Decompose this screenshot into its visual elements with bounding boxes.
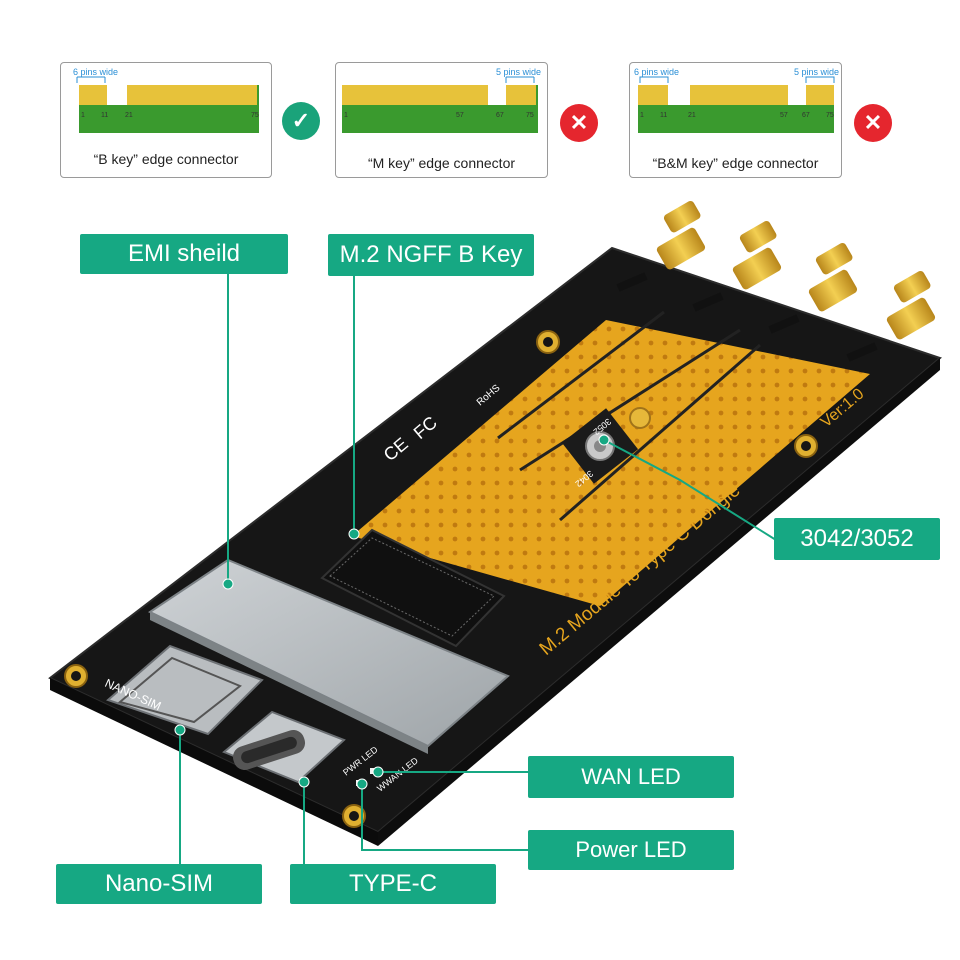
callout-wan-led: WAN LED [528,756,734,798]
cross-icon: ✕ [854,104,892,142]
m-key-connector-graphic [342,76,538,133]
connector-caption: “M key” edge connector [367,155,516,171]
b-key-connector-graphic [76,76,259,133]
callout-power-led: Power LED [528,830,734,870]
pins-width-label: 6 pins wide [73,67,119,77]
antenna-traces [497,310,761,522]
pin-number: 67 [496,112,504,119]
pin-number: 1 [640,112,644,119]
m2-slot [320,528,506,648]
pins-width-label: 6 pins wide [634,67,680,77]
cross-icon: ✕ [560,104,598,142]
connector-box-bm-key: 6 pins wide 5 pins wide 1 11 21 57 67 75… [629,62,842,178]
pins-width-label: 5 pins wide [495,67,541,77]
callout-m2-ngff-b-key: M.2 NGFF B Key [328,234,534,276]
check-icon: ✓ [282,102,320,140]
callout-nano-sim: Nano-SIM [56,864,262,904]
pin-number: 21 [688,112,696,119]
pin-number: 1 [344,112,348,119]
pin-number: 57 [456,112,464,119]
bm-key-connector-graphic [638,76,835,133]
emi-shield [147,558,510,748]
pin-number: 1 [81,112,85,119]
callout-3042-3052: 3042/3052 [774,518,940,560]
pin-number: 11 [660,112,668,119]
pin-number: 21 [125,112,133,119]
connector-box-b-key: 6 pins wide 1 11 21 75 “B key” edge conn… [60,62,272,178]
pin-number: 57 [780,112,788,119]
callout-emi-shield: EMI sheild [80,234,288,274]
pin-number: 11 [101,112,109,119]
pin-number: 75 [526,112,534,119]
connector-caption: “B&M key” edge connector [652,155,819,171]
pins-width-label: 5 pins wide [793,67,839,77]
connector-caption: “B key” edge connector [93,151,239,167]
connector-box-m-key: 5 pins wide 1 57 67 75 “M key” edge conn… [335,62,548,178]
pin-number: 75 [826,112,834,119]
pin-number: 75 [251,112,259,119]
pin-number: 67 [802,112,810,119]
nano-sim-slot [106,644,264,736]
callout-type-c: TYPE-C [290,864,496,904]
type-c-port [222,710,346,784]
sma-antenna-connectors [616,201,936,362]
